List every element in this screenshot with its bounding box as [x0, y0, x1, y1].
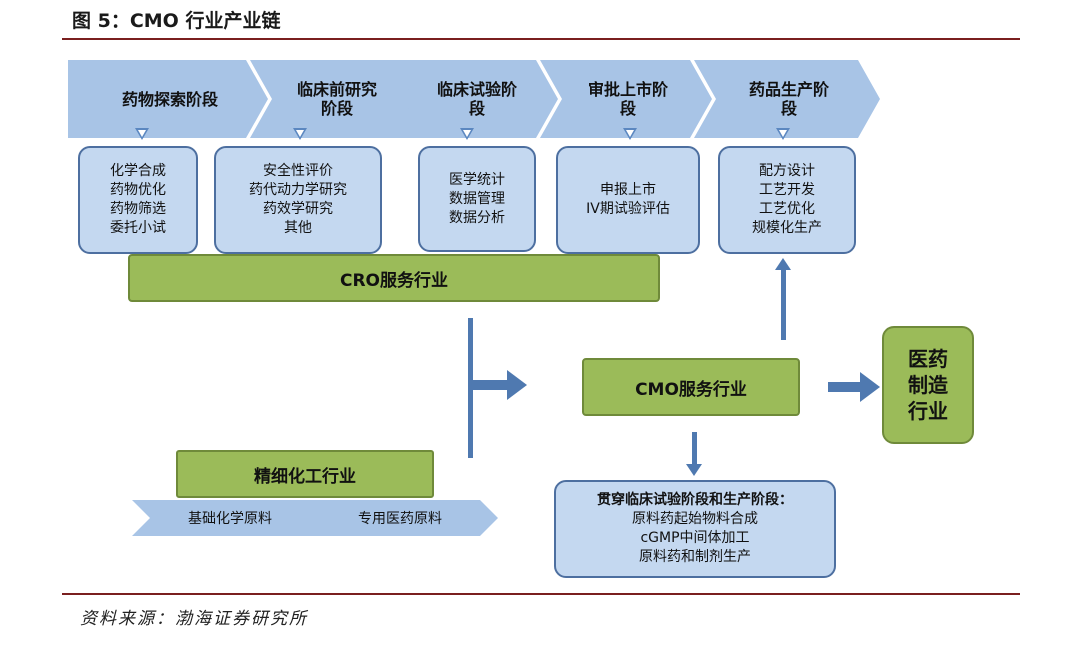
cmo-service-bar: CMO服务行业: [582, 358, 800, 416]
box-line: 药物优化: [110, 182, 166, 198]
stage-box-clinical-trial: 医学统计 数据管理 数据分析: [418, 146, 536, 252]
box-line: 化学合成: [110, 163, 166, 179]
stage-box-drug-discovery: 化学合成 药物优化 药物筛选 委托小试: [78, 146, 198, 254]
box-line: IV期试验评估: [586, 201, 670, 217]
pharma-manufacturing-box: 医药 制造 行业: [882, 326, 974, 444]
stage-box-preclinical: 安全性评价 药代动力学研究 药效学研究 其他: [214, 146, 382, 254]
box-line: 药效学研究: [263, 201, 333, 217]
stage-production: 药品生产阶 段: [694, 60, 880, 138]
figure-title: 图 5：CMO 行业产业链: [72, 10, 281, 32]
cmo-detail-box: 贯穿临床试验阶段和生产阶段： 原料药起始物料合成 cGMP中间体加工 原料药和制…: [554, 480, 836, 578]
stage-drug-discovery: 药物探索阶段: [68, 60, 268, 138]
fine-chemical-bar: 精细化工行业: [176, 450, 434, 498]
box-line: cGMP中间体加工: [640, 530, 750, 546]
down-arrow-icon: [686, 432, 702, 476]
box-line: 申报上市: [600, 182, 656, 198]
box-line: 安全性评价: [263, 163, 333, 179]
bottom-rule: [62, 593, 1020, 595]
box-line: 规模化生产: [752, 220, 822, 236]
stage-preclinical: 临床前研究 阶段: [250, 60, 420, 138]
stage-approval: 审批上市阶 段: [540, 60, 712, 138]
box-line: 工艺优化: [759, 201, 815, 217]
top-rule: [62, 38, 1020, 40]
right-arrow-icon: [828, 372, 884, 402]
right-arrow-icon: [473, 370, 529, 400]
up-arrow-icon: [775, 258, 791, 340]
box-line: 药物筛选: [110, 201, 166, 217]
box-line: 药代动力学研究: [249, 182, 347, 198]
box-line: 原料药和制剂生产: [639, 549, 751, 565]
box-line: 医学统计: [449, 171, 505, 188]
stage-basic-chemicals: 基础化学原料: [132, 500, 328, 536]
box-line: 数据管理: [449, 190, 505, 207]
stage-clinical-trial: 临床试验阶 段: [392, 60, 558, 138]
connector-line: [468, 318, 473, 458]
stage-pointer-icon: [776, 128, 790, 140]
cro-service-bar: CRO服务行业: [128, 254, 660, 302]
stage-pointer-icon: [460, 128, 474, 140]
stage-pointer-icon: [293, 128, 307, 140]
stage-pharma-raw-materials: 专用医药原料: [302, 500, 498, 536]
box-line: 委托小试: [110, 220, 166, 236]
source-note: 资料来源：渤海证券研究所: [80, 609, 308, 629]
box-line: 原料药起始物料合成: [632, 511, 758, 527]
box-line: 工艺开发: [759, 182, 815, 198]
stage-box-approval: 申报上市 IV期试验评估: [556, 146, 700, 254]
box-line: 配方设计: [759, 163, 815, 179]
box-line: 其他: [284, 220, 312, 236]
pharma-label: 医药 制造 行业: [908, 347, 948, 423]
stage-box-production: 配方设计 工艺开发 工艺优化 规模化生产: [718, 146, 856, 254]
cmo-detail-heading: 贯穿临床试验阶段和生产阶段：: [597, 492, 793, 508]
stage-pointer-icon: [623, 128, 637, 140]
stage-pointer-icon: [135, 128, 149, 140]
box-line: 数据分析: [449, 209, 505, 226]
